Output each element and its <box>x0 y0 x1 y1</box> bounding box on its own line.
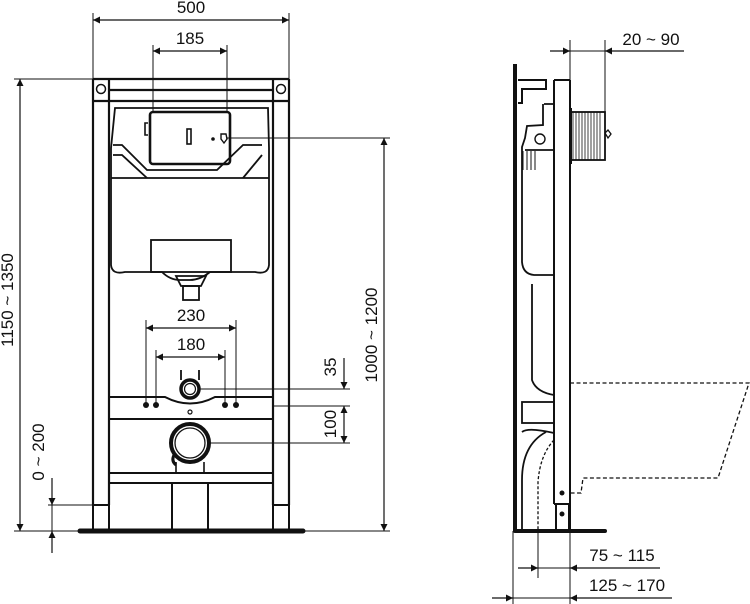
mounting-hole-icon <box>95 83 107 95</box>
dimension-label: 125 ~ 170 <box>589 576 665 595</box>
dimension-holes-outer: 230 <box>145 306 237 405</box>
frame-uprights <box>91 77 291 505</box>
front-view: 500 185 230 180 35 <box>0 0 390 553</box>
dimension-label: 1000 ~ 1200 <box>362 287 381 382</box>
actuator-plate <box>144 110 232 166</box>
frame-rails <box>92 396 290 530</box>
supply-connection <box>179 370 201 415</box>
dimension-label: 75 ~ 115 <box>589 546 654 565</box>
side-view: 20 ~ 90 75 ~ 115 125 ~ 170 <box>492 30 750 604</box>
dimension-label: 20 ~ 90 <box>622 30 679 49</box>
dimension-actuator-width: 185 <box>152 29 228 112</box>
dimension-holes-inner: 180 <box>155 335 226 405</box>
side-cistern <box>521 103 555 396</box>
waste-connection <box>169 422 211 473</box>
dimension-label: 185 <box>176 29 204 48</box>
dimension-label: 1150 ~ 1350 <box>0 253 17 347</box>
dimension-frame-height: 1150 ~ 1350 <box>0 78 93 532</box>
dimension-label: 100 <box>321 410 340 438</box>
dimension-waste-depth: 75 ~ 115 <box>518 531 660 604</box>
dimension-actuator-depth: 20 ~ 90 <box>550 30 684 112</box>
dimension-frame-depth: 125 ~ 170 <box>492 531 672 604</box>
dimension-foot-adjust: 0 ~ 200 <box>29 423 93 553</box>
wc-pan-outline <box>570 382 750 494</box>
dimension-frame-width: 500 <box>92 0 290 79</box>
dimension-actuator-height: 1000 ~ 1200 <box>226 137 390 532</box>
side-waste-bend <box>521 428 555 531</box>
dimension-label: 230 <box>177 306 205 325</box>
dimension-label: 500 <box>177 0 205 17</box>
dimension-label: 0 ~ 200 <box>29 423 48 480</box>
mounting-hole-icon <box>275 83 287 95</box>
cistern <box>110 107 270 301</box>
dimension-label: 180 <box>177 335 205 354</box>
dimension-label: 35 <box>321 358 340 377</box>
side-frame <box>518 79 571 531</box>
dimension-pipe-offsets: 35 100 <box>199 358 350 444</box>
side-connector <box>521 401 555 424</box>
side-actuator <box>569 108 612 164</box>
